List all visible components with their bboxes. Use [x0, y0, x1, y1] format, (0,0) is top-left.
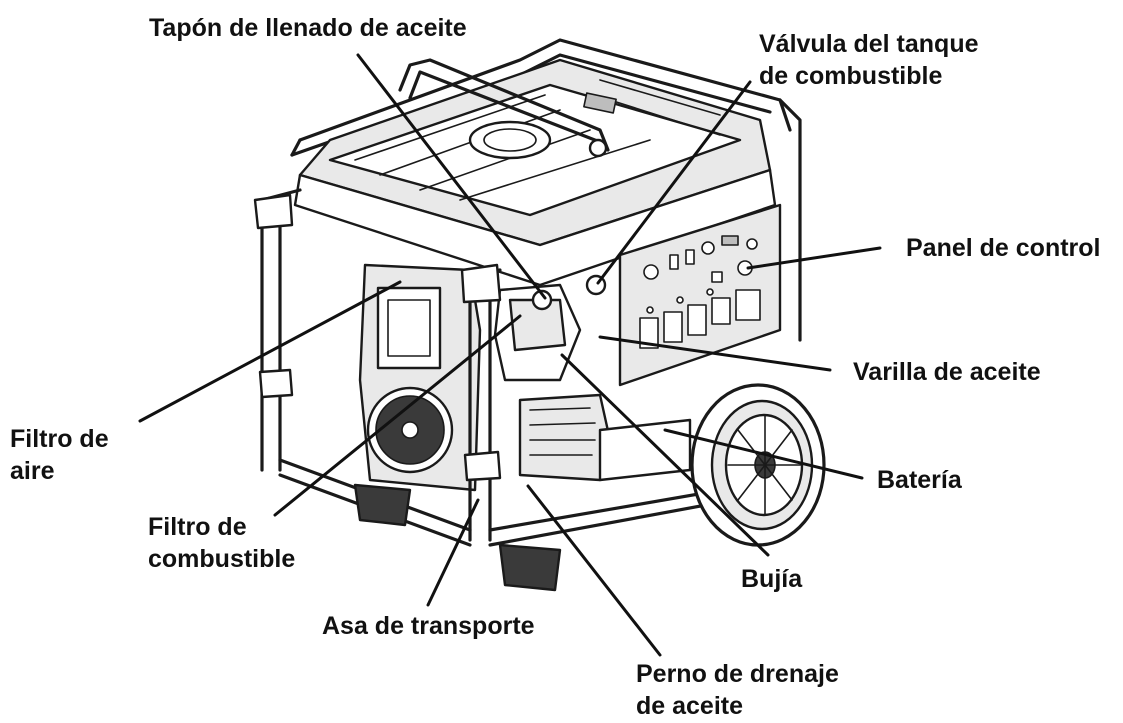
- top-handle: [398, 58, 610, 158]
- label-oil-drain-bolt-line1: Perno de drenaje: [636, 660, 839, 688]
- label-spark-plug-text: Bujía: [741, 565, 803, 593]
- label-control-panel: Panel de control: [906, 232, 1100, 264]
- label-control-panel-text: Panel de control: [906, 234, 1101, 262]
- label-fuel-filter: Filtro de combustible: [148, 511, 295, 575]
- label-fuel-valve-line2: de combustible: [759, 62, 943, 90]
- label-air-filter: Filtro de aire: [10, 423, 109, 487]
- fuel-tank: [298, 58, 772, 247]
- label-battery-text: Batería: [877, 466, 962, 494]
- label-fuel-valve: Válvula del tanque de combustible: [759, 28, 979, 92]
- label-oil-fill-cap: Tapón de llenado de aceite: [149, 12, 467, 44]
- label-dipstick-text: Varilla de aceite: [853, 358, 1041, 386]
- label-fuel-filter-line2: combustible: [148, 545, 296, 573]
- leader-battery: [663, 428, 864, 480]
- leader-dipstick: [598, 335, 832, 372]
- leader-oil-drain-bolt: [526, 484, 662, 657]
- leader-spark-plug: [560, 353, 770, 557]
- leader-carry-handle: [426, 498, 480, 607]
- label-fuel-filter-line1: Filtro de: [148, 513, 247, 541]
- label-fuel-valve-line1: Válvula del tanque: [759, 30, 979, 58]
- label-oil-drain-bolt-line2: de aceite: [636, 692, 744, 720]
- label-dipstick: Varilla de aceite: [853, 356, 1041, 388]
- label-spark-plug: Bujía: [741, 563, 802, 595]
- label-carry-handle-text: Asa de transporte: [322, 612, 535, 640]
- label-carry-handle: Asa de transporte: [322, 610, 535, 642]
- tank-skirt: [293, 168, 777, 287]
- leader-control-panel: [746, 246, 882, 270]
- label-air-filter-line2: aire: [10, 457, 55, 485]
- leader-air-filter: [138, 280, 402, 423]
- label-battery: Batería: [877, 464, 962, 496]
- label-oil-drain-bolt: Perno de drenaje de aceite: [636, 658, 839, 722]
- control-panel-drawing: [618, 203, 782, 387]
- label-oil-fill-cap-text: Tapón de llenado de aceite: [149, 14, 467, 42]
- engine-block: [358, 263, 692, 492]
- label-air-filter-line1: Filtro de: [10, 425, 109, 453]
- leader-fuel-valve: [596, 80, 752, 285]
- leader-oil-fill-cap: [356, 53, 547, 300]
- leader-fuel-filter: [273, 314, 522, 517]
